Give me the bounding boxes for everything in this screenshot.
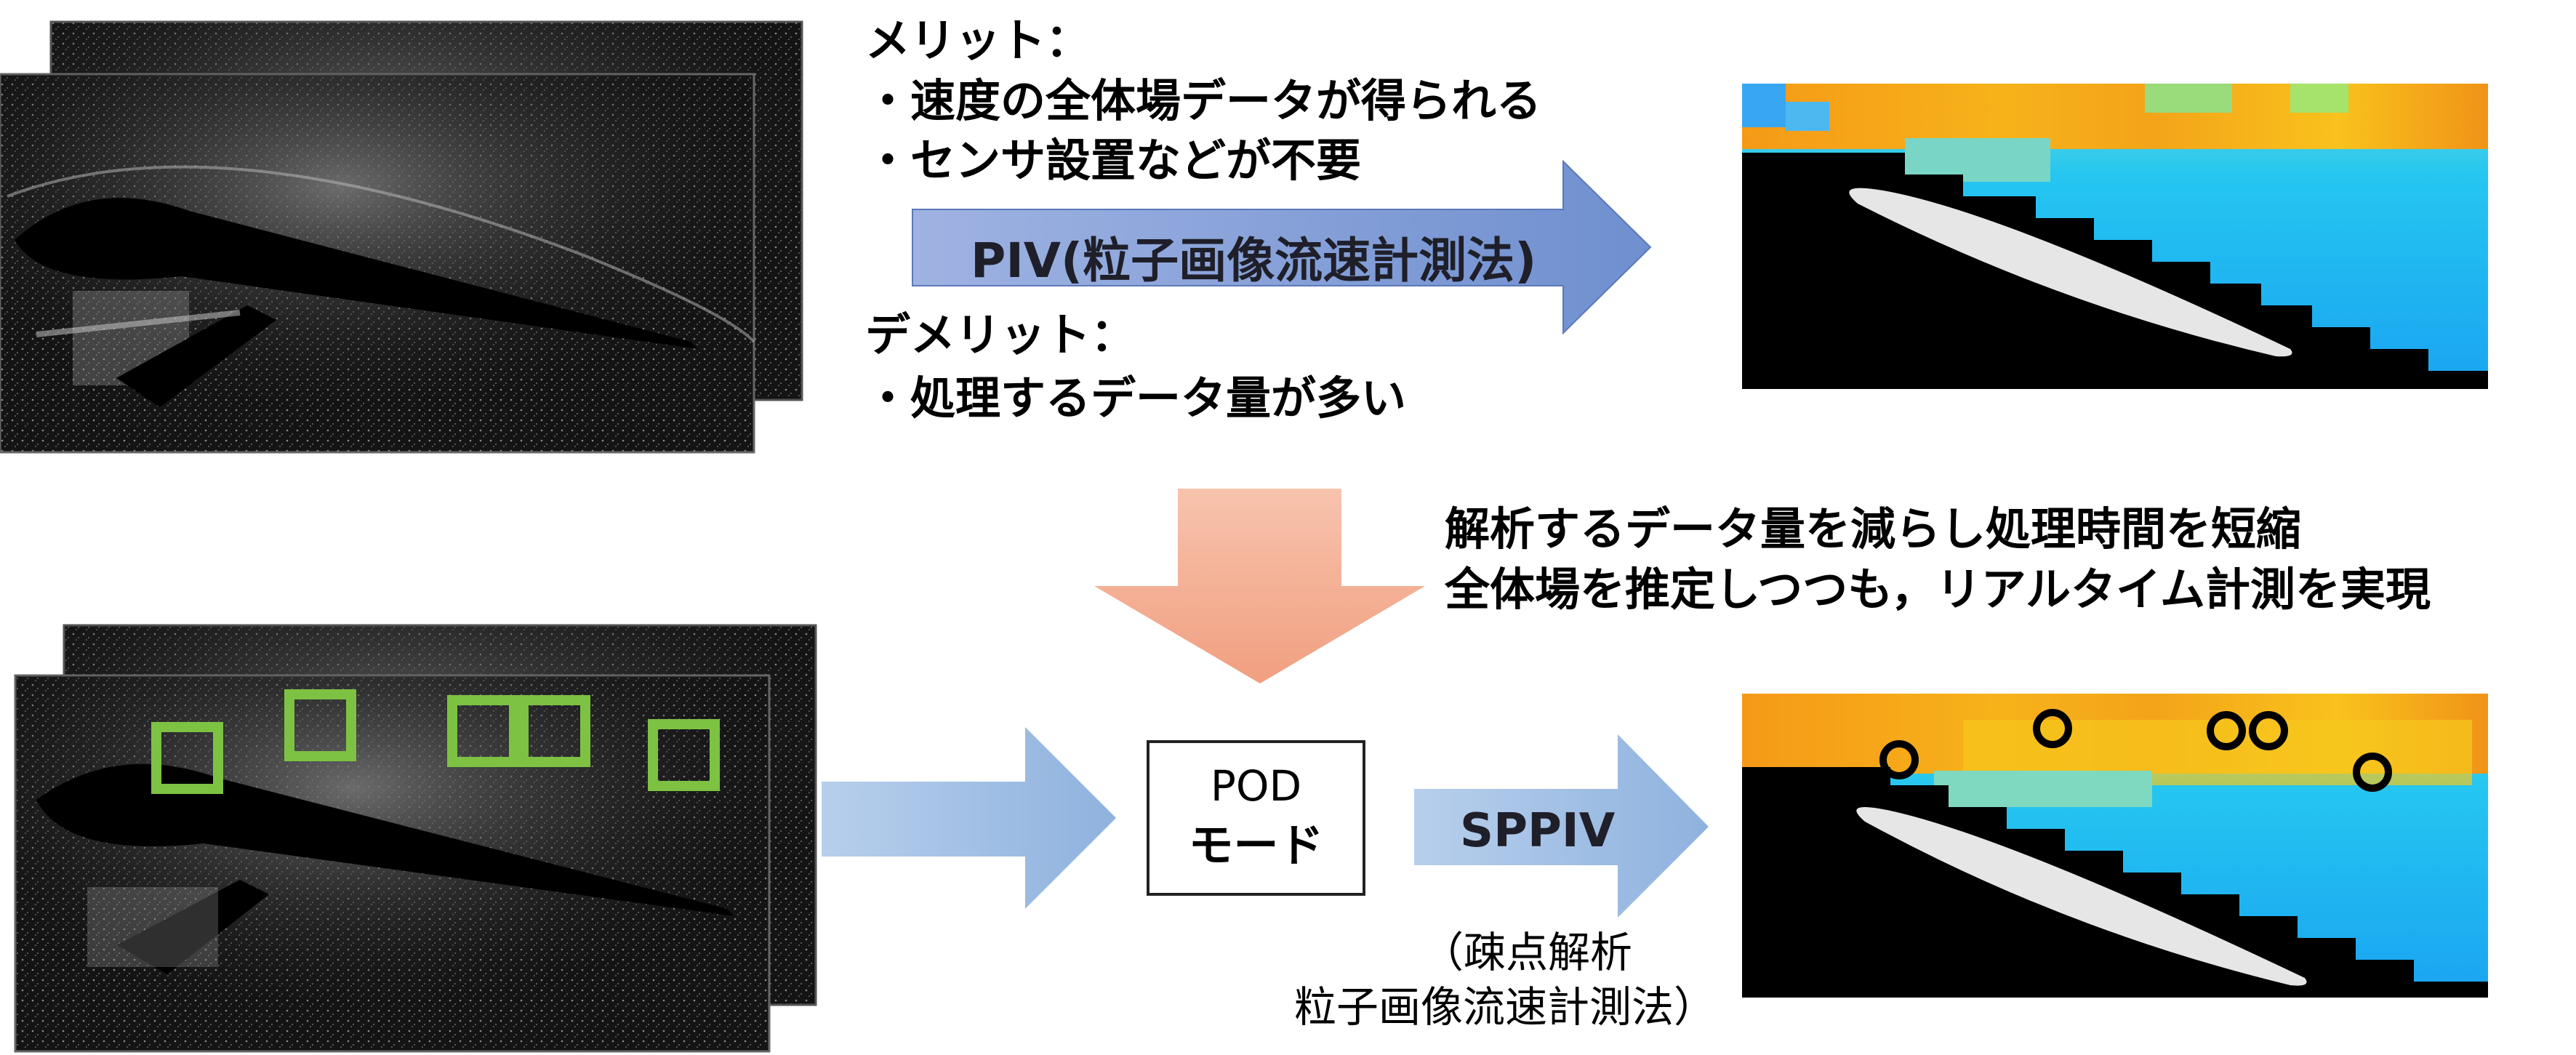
pod-mode-label: モード xyxy=(1188,819,1324,872)
piv-arrow xyxy=(912,159,1652,335)
circle-outline-icon xyxy=(2207,711,2246,750)
piv-raw-images xyxy=(0,20,803,454)
circle-outline-icon xyxy=(2249,711,2288,750)
merit-item-2: ・センサ設置などが不要 xyxy=(865,134,1362,187)
down-arrow-icon xyxy=(1094,489,1425,683)
piv-arrow-label: PIV(粒子画像流速計測法) xyxy=(971,233,1537,289)
circle-outline-icon xyxy=(1879,740,1919,779)
sparse-raw-images xyxy=(14,624,817,1053)
input-arrow xyxy=(822,727,1116,909)
square-outline-icon xyxy=(518,695,590,767)
goal-line-2: 全体場を推定しつつも，リアルタイム計測を実現 xyxy=(1445,563,2431,616)
sppiv-note-line-1: （疎点解析 xyxy=(1421,928,1633,977)
square-outline-icon xyxy=(284,689,356,761)
sppiv-velocity-field xyxy=(1742,694,2488,998)
circle-outline-icon xyxy=(2033,709,2072,748)
merit-title: メリット： xyxy=(865,14,1091,67)
demerit-item-1: ・処理するデータ量が多い xyxy=(865,372,1407,425)
piv-velocity-field xyxy=(1742,84,2488,389)
sppiv-arrow-label: SPPIV xyxy=(1460,804,1616,858)
sppiv-arrow xyxy=(1414,734,1709,918)
square-outline-icon xyxy=(151,722,223,794)
roi-boxes xyxy=(151,689,720,794)
circle-outline-icon xyxy=(2353,753,2392,792)
goal-line-1: 解析するデータ量を減らし処理時間を短縮 xyxy=(1445,502,2302,555)
merit-item-1: ・速度の全体場データが得られる xyxy=(865,74,1542,127)
sppiv-note-line-2: 粒子画像流速計測法） xyxy=(1294,982,1717,1032)
pod-label: POD xyxy=(1210,761,1302,811)
sensor-points xyxy=(1879,709,2392,792)
square-outline-icon xyxy=(648,719,720,791)
demerit-title: デメリット： xyxy=(865,308,1136,361)
pod-mode-box: POD モード xyxy=(1147,740,1365,896)
square-outline-icon xyxy=(447,695,519,767)
